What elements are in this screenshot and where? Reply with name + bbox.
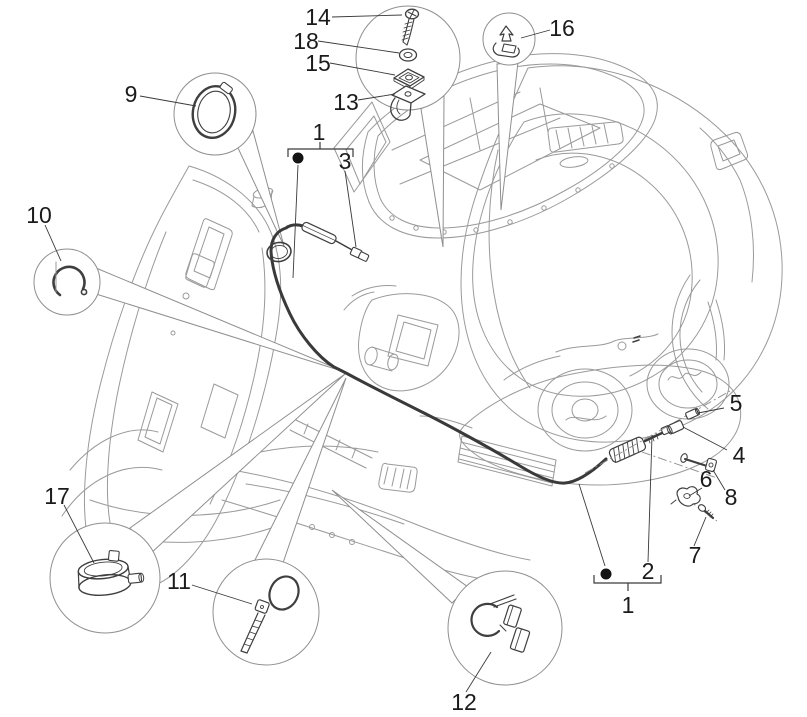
battery-compartment xyxy=(343,285,460,392)
cable-tie-icon xyxy=(240,575,300,654)
cable-upper-barrel xyxy=(301,221,337,245)
lever-piece-6 xyxy=(670,486,701,507)
small-screw-7 xyxy=(697,504,715,520)
rear-wheel xyxy=(671,274,725,410)
part-label-17: 17 xyxy=(44,483,70,509)
balloon-circle-9 xyxy=(173,72,257,156)
group-bracket-1-top xyxy=(287,142,354,164)
reference-dot-top xyxy=(292,152,304,164)
retainer-clip-icon xyxy=(470,594,531,653)
reference-dot-bottom xyxy=(600,568,612,580)
part-label-7: 7 xyxy=(689,542,702,568)
part-label-1-bottom: 1 xyxy=(622,592,635,618)
bracket-icon xyxy=(390,85,426,121)
washer-icon xyxy=(398,48,418,62)
cable-clamp-in-situ xyxy=(266,241,292,263)
callout-balloons xyxy=(33,5,563,686)
part-label-11: 11 xyxy=(167,568,191,594)
leader-lines xyxy=(44,14,728,693)
cable-end-fitting-3 xyxy=(349,246,370,262)
balloon-tail-12 xyxy=(331,489,469,604)
part-label-3: 3 xyxy=(339,148,352,174)
part-label-12: 12 xyxy=(451,689,477,715)
part-label-15: 15 xyxy=(305,50,331,76)
part-label-10: 10 xyxy=(26,202,52,228)
balloon-tail-10 xyxy=(95,267,346,373)
band-clamp-icon xyxy=(77,549,145,596)
part-label-2: 2 xyxy=(642,558,655,584)
group-bracket-1-bottom xyxy=(593,568,662,591)
part-label-4: 4 xyxy=(733,442,746,468)
part-label-13: 13 xyxy=(333,89,359,115)
c-clip-icon xyxy=(52,261,88,297)
adjuster-sleeve-5 xyxy=(685,407,701,420)
rear-body-panel xyxy=(460,65,783,443)
balloon-tail-9 xyxy=(237,129,285,247)
part-labels: 14 18 15 13 16 9 1 3 10 17 11 12 5 4 6 8… xyxy=(26,4,745,715)
engine-block xyxy=(419,333,742,487)
screw-icon xyxy=(401,8,420,46)
part-label-8: 8 xyxy=(725,484,738,510)
balloon-circle-10 xyxy=(33,248,101,316)
exploded-hardware xyxy=(584,390,731,522)
adjuster-barrel-4 xyxy=(666,420,685,435)
part-label-16: 16 xyxy=(549,15,575,41)
front-shield xyxy=(61,165,289,590)
part-label-5: 5 xyxy=(730,390,743,416)
hose-clamp-icon xyxy=(191,81,237,140)
square-nut-icon xyxy=(393,68,425,90)
balloon-tail-13-group xyxy=(420,95,445,248)
part-label-6: 6 xyxy=(700,466,713,492)
part-label-18: 18 xyxy=(293,28,319,54)
pin-plate-8 xyxy=(680,453,718,473)
part-label-1-top: 1 xyxy=(313,119,326,145)
part-label-14: 14 xyxy=(305,4,331,30)
scooter-line-art xyxy=(61,53,783,590)
push-clip-icon xyxy=(492,25,520,58)
balloon-circle-12 xyxy=(447,570,563,686)
balloon-part-icons xyxy=(52,8,531,654)
cable-spring-end-2 xyxy=(608,436,647,464)
part-label-9: 9 xyxy=(125,81,138,107)
